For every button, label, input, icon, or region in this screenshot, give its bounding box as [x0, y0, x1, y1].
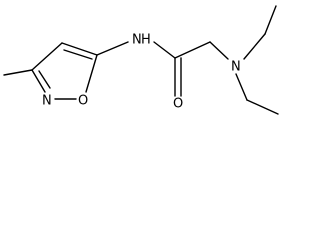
- bond-amine-ethyl1-b: [264, 5, 277, 35]
- ring-oxygen-label: O: [78, 94, 88, 109]
- bond-c5-nh: [96, 41, 129, 56]
- bond-c4-c5-inner: [63, 49, 93, 60]
- amine-nitrogen-label: N: [231, 60, 241, 75]
- structure-diagram: N H O N N O: [3, 5, 279, 115]
- amide-nitrogen-label: N: [132, 33, 142, 48]
- bond-nh-carbonyl: [153, 41, 176, 59]
- bond-amine-ethyl1-a: [243, 33, 266, 60]
- bond-methyl: [3, 69, 33, 76]
- bond-c4-c5-outer: [61, 42, 98, 56]
- bond-carbonyl-ch2: [174, 41, 211, 59]
- bond-c3-c4: [31, 42, 63, 71]
- bond-n2-c3-inner: [38, 70, 51, 89]
- carbonyl-oxygen-label: O: [173, 97, 183, 112]
- amide-hydrogen-label: H: [141, 33, 151, 48]
- ring-nitrogen-label: N: [42, 94, 52, 109]
- bond-c5-o1: [85, 54, 98, 93]
- bond-n2-c3-outer: [31, 69, 46, 93]
- bond-amine-ethyl2-a: [235, 73, 248, 101]
- bond-ch2-amine: [209, 41, 229, 60]
- bond-amine-ethyl2-b: [246, 99, 279, 115]
